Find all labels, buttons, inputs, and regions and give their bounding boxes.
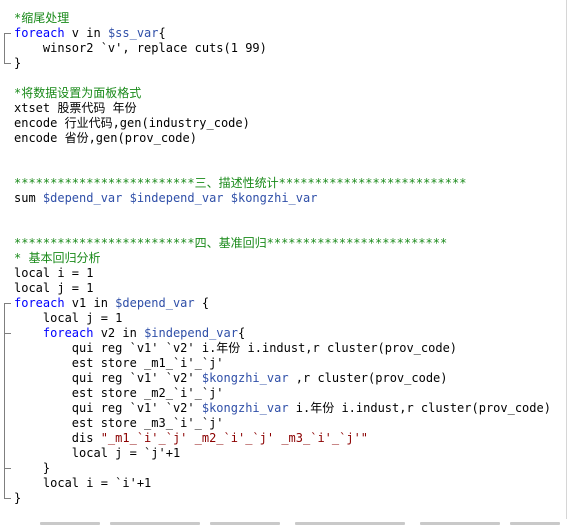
code-token-text: est store _m3_`i'_`j' <box>14 416 224 430</box>
code-token-text: local i = `i'+1 <box>14 476 152 490</box>
code-token-text: local j = `j'+1 <box>14 446 181 460</box>
code-line[interactable]: foreach v in $ss_var{ <box>14 26 166 41</box>
code-token-text: encode 行业代码,gen(industry_code) <box>14 116 250 130</box>
code-token-global_var: $independ_var <box>144 326 238 340</box>
code-token-text: local i = 1 <box>14 266 94 280</box>
code-line[interactable]: *将数据设置为面板格式 <box>14 86 141 101</box>
code-line[interactable]: } <box>14 461 50 476</box>
code-token-text: v1 in <box>64 296 116 310</box>
code-line[interactable]: qui reg `v1' `v2' i.年份 i.indust,r cluste… <box>14 341 457 356</box>
code-token-text: winsor2 `v', replace cuts(1 99) <box>14 41 267 55</box>
code-line[interactable]: local j = `j'+1 <box>14 446 180 461</box>
code-token-text: encode 省份,gen(prov_code) <box>14 131 197 145</box>
code-line[interactable]: local j = 1 <box>14 311 122 326</box>
code-line[interactable]: *************************四、基准回归*********… <box>14 236 447 251</box>
code-token-text: qui reg `v1' `v2' i.年份 i.indust,r cluste… <box>14 341 458 355</box>
code-line[interactable]: local i = 1 <box>14 266 93 281</box>
code-line[interactable]: *缩尾处理 <box>14 11 69 26</box>
code-token-keyword: foreach <box>14 296 65 310</box>
code-token-text: { <box>194 296 210 310</box>
code-token-text: local j = 1 <box>14 311 123 325</box>
code-token-text: } <box>14 461 51 475</box>
fold-bracket[interactable] <box>4 333 11 469</box>
code-token-global_var: $ss_var <box>107 26 159 40</box>
code-token-keyword: foreach <box>14 326 94 340</box>
code-token-text: sum <box>14 191 43 205</box>
code-line[interactable]: local i = `i'+1 <box>14 476 151 491</box>
code-line[interactable]: est store _m2_`i'_`j' <box>14 386 224 401</box>
code-token-text: { <box>158 26 166 40</box>
fold-end-marker <box>4 56 11 64</box>
code-token-string: "_m1_`i'_`j' _m2_`i'_`j' _m3_`i'_`j'" <box>100 431 369 445</box>
code-line[interactable]: *************************三、描述性统计********… <box>14 176 466 191</box>
code-token-text: v in <box>64 26 108 40</box>
code-line[interactable]: encode 省份,gen(prov_code) <box>14 131 197 146</box>
code-token-text: local j = 1 <box>14 281 94 295</box>
editor-right-border <box>566 0 567 519</box>
code-line[interactable]: encode 行业代码,gen(industry_code) <box>14 116 250 131</box>
code-token-text: v2 in <box>93 326 145 340</box>
fold-bracket[interactable] <box>4 33 11 64</box>
code-token-text: ,r cluster(prov_code) <box>288 371 448 385</box>
code-token-text: xtset 股票代码 年份 <box>14 101 137 115</box>
code-token-text: i.年份 i.indust,r cluster(prov_code) <box>288 401 551 415</box>
code-line[interactable]: qui reg `v1' `v2' $kongzhi_var ,r cluste… <box>14 371 448 386</box>
code-line[interactable]: foreach v1 in $depend_var { <box>14 296 209 311</box>
code-line[interactable]: est store _m3_`i'_`j' <box>14 416 224 431</box>
code-token-comment: *将数据设置为面板格式 <box>14 86 142 100</box>
code-line[interactable]: } <box>14 56 21 71</box>
code-token-global_var: $depend_var <box>115 296 195 310</box>
cut-off-next-line <box>0 519 581 527</box>
code-token-text: qui reg `v1' `v2' <box>14 401 202 415</box>
code-line[interactable]: local j = 1 <box>14 281 93 296</box>
fold-end-marker <box>4 491 11 499</box>
code-token-text: { <box>237 326 246 340</box>
code-line[interactable]: dis "_m1_`i'_`j' _m2_`i'_`j' _m3_`i'_`j'… <box>14 431 368 446</box>
code-line[interactable]: qui reg `v1' `v2' $kongzhi_var i.年份 i.in… <box>14 401 551 416</box>
code-line[interactable]: sum $depend_var $independ_var $kongzhi_v… <box>14 191 317 206</box>
code-token-global_var: $depend_var $independ_var $kongzhi_var <box>42 191 318 205</box>
code-token-global_var: $kongzhi_var <box>201 371 289 385</box>
code-token-text: } <box>14 56 22 70</box>
code-line[interactable]: foreach v2 in $independ_var{ <box>14 326 245 341</box>
code-token-keyword: foreach <box>14 26 65 40</box>
code-line[interactable]: xtset 股票代码 年份 <box>14 101 137 116</box>
code-token-global_var: $kongzhi_var <box>201 401 289 415</box>
code-line[interactable]: est store _m1_`i'_`j' <box>14 356 224 371</box>
code-line[interactable]: winsor2 `v', replace cuts(1 99) <box>14 41 267 56</box>
code-token-text: est store _m2_`i'_`j' <box>14 386 224 400</box>
code-token-text: qui reg `v1' `v2' <box>14 371 202 385</box>
code-token-text: dis <box>14 431 101 445</box>
code-token-text: } <box>14 491 22 505</box>
code-token-comment: * 基本回归分析 <box>14 251 101 265</box>
code-token-comment: *************************三、描述性统计********… <box>14 176 467 190</box>
code-token-text: est store _m1_`i'_`j' <box>14 356 224 370</box>
code-line[interactable]: * 基本回归分析 <box>14 251 100 266</box>
fold-end-marker <box>4 461 11 469</box>
code-token-comment: *缩尾处理 <box>14 11 70 25</box>
code-line[interactable]: } <box>14 491 21 506</box>
code-token-comment: *************************四、基准回归*********… <box>14 236 448 250</box>
